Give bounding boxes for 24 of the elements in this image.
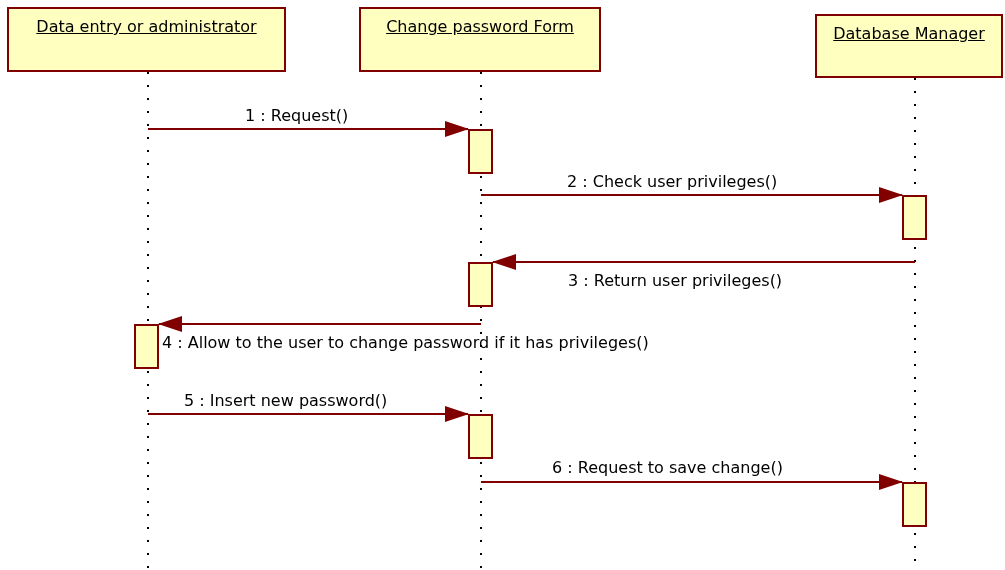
lifeline-head <box>359 7 601 72</box>
message-label: 5 : Insert new password() <box>184 391 388 410</box>
message-arrow <box>147 406 469 422</box>
activation-box <box>468 262 493 307</box>
message-label: 6 : Request to save change() <box>552 458 783 477</box>
message-arrow <box>480 474 903 490</box>
activation-box <box>134 324 159 369</box>
message-arrow <box>480 187 903 203</box>
message-arrow <box>147 121 469 137</box>
message-label: 1 : Request() <box>245 106 349 125</box>
message-label: 2 : Check user privileges() <box>567 172 778 191</box>
object-name: Data entry or administrator <box>36 17 257 38</box>
object-name: Change password Form <box>386 17 574 38</box>
activation-box <box>902 195 927 240</box>
message-label: 3 : Return user privileges() <box>568 271 783 290</box>
activation-box <box>468 129 493 174</box>
lifeline-head <box>7 7 286 72</box>
activation-box <box>468 414 493 459</box>
message-label: 4 : Allow to the user to change password if it has privileges() <box>162 333 649 352</box>
activation-box <box>902 482 927 527</box>
message-arrow <box>492 254 916 270</box>
object-name: Database Manager <box>833 24 985 45</box>
lifeline-head <box>815 14 1003 78</box>
message-arrow <box>158 316 482 332</box>
